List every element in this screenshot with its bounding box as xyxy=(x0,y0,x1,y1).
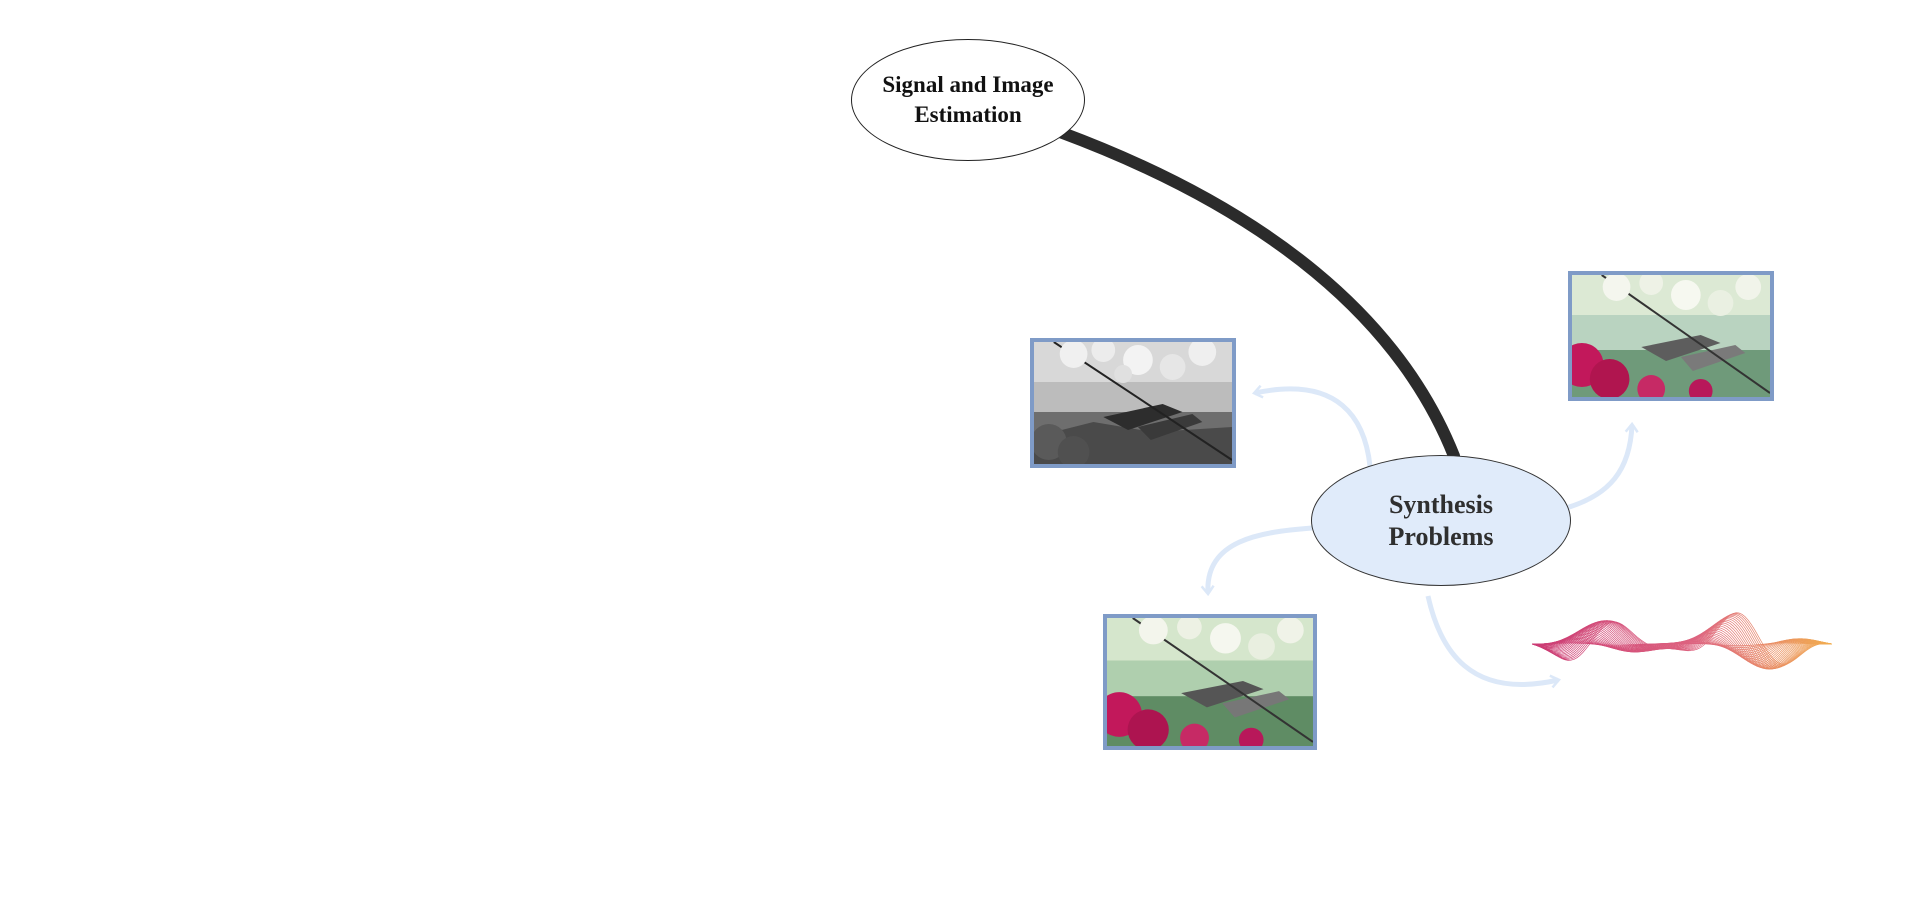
grayscale-lake-image xyxy=(1034,342,1232,464)
arrow-to-bottom-photo xyxy=(1200,525,1313,597)
waveform-strand xyxy=(1532,642,1832,647)
color-lake-image-right xyxy=(1572,275,1770,397)
waveform-strand xyxy=(1532,613,1832,666)
root-topic-line2: Estimation xyxy=(914,102,1022,127)
center-topic-line1: Synthesis xyxy=(1388,489,1494,519)
main-branch-link xyxy=(1054,126,1460,462)
root-topic-node[interactable]: Signal and Image Estimation xyxy=(851,39,1085,161)
arrow-to-waveform xyxy=(1425,595,1562,689)
waveform-graphic xyxy=(1532,612,1832,670)
waveform-strand xyxy=(1532,641,1832,648)
arrow-to-grayscale-photo xyxy=(1251,384,1373,467)
center-topic-line2: Problems xyxy=(1388,521,1494,551)
waveform-strand xyxy=(1532,623,1832,669)
waveform-strand xyxy=(1532,640,1832,650)
color-lake-photo-right[interactable] xyxy=(1568,271,1774,401)
center-topic-node[interactable]: Synthesis Problems xyxy=(1311,455,1571,586)
color-lake-image-bottom xyxy=(1107,618,1313,746)
waveform-strand xyxy=(1532,619,1832,670)
grayscale-lake-photo[interactable] xyxy=(1030,338,1236,468)
waveform-strand xyxy=(1532,617,1832,669)
arrow-to-right-photo xyxy=(1565,421,1639,511)
color-lake-photo-bottom[interactable] xyxy=(1103,614,1317,750)
root-topic-line1: Signal and Image xyxy=(882,72,1054,97)
waveform-strand xyxy=(1532,622,1832,670)
